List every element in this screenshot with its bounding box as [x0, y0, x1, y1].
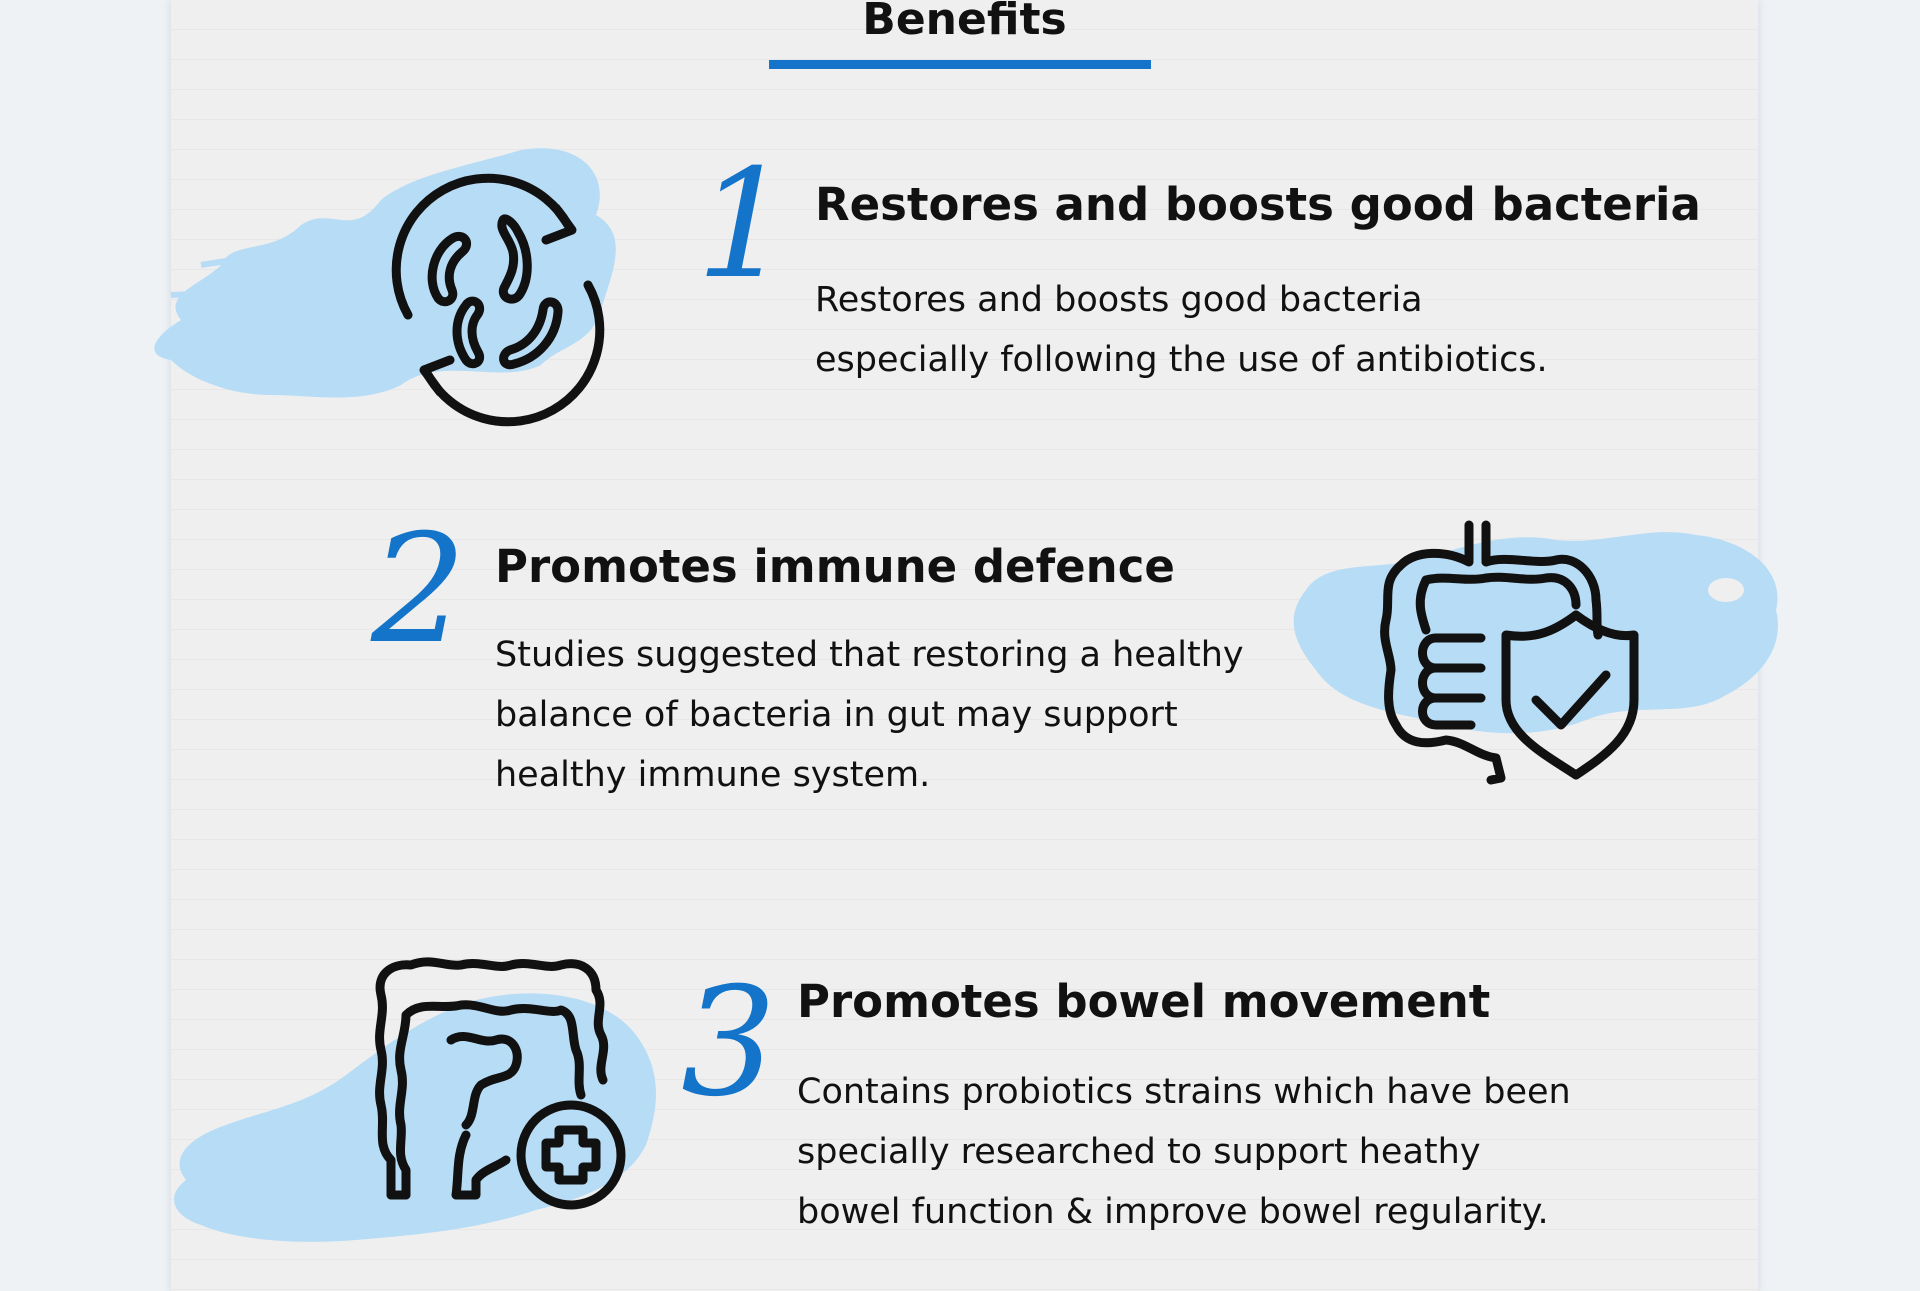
- benefit-description-line: specially researched to support heathy: [797, 1132, 1481, 1172]
- gut-shield-icon: [1380, 520, 1639, 785]
- benefit-number-2: 2: [371, 503, 467, 677]
- benefit-description-2: Studies suggested that restoring a healt…: [495, 625, 1244, 805]
- benefit-description-line: Restores and boosts good bacteria: [815, 280, 1423, 320]
- benefit-description-3: Contains probiotics strains which have b…: [797, 1062, 1571, 1242]
- paint-blob: [154, 148, 616, 398]
- benefit-description-line: balance of bacteria in gut may support: [495, 695, 1178, 735]
- bacteria-cycle-icon: [391, 173, 605, 427]
- bowel-plus-icon: [375, 957, 626, 1210]
- benefit-number-1: 1: [696, 138, 792, 312]
- benefit-heading-1: Restores and boosts good bacteria: [815, 178, 1701, 231]
- benefit-heading-2: Promotes immune defence: [495, 540, 1175, 593]
- benefit-description-line: Studies suggested that restoring a healt…: [495, 635, 1244, 675]
- paint-blob: [174, 993, 656, 1242]
- section-title: Benefits: [862, 0, 1067, 45]
- title-underline: [769, 60, 1151, 69]
- benefit-description-line: especially following the use of antibiot…: [815, 340, 1548, 380]
- benefit-heading-3: Promotes bowel movement: [797, 975, 1491, 1028]
- benefit-description-line: bowel function & improve bowel regularit…: [797, 1192, 1549, 1232]
- benefit-number-3: 3: [681, 956, 777, 1130]
- benefit-description-line: healthy immune system.: [495, 755, 931, 795]
- benefit-description-1: Restores and boosts good bacteria especi…: [815, 270, 1548, 390]
- benefits-page: Benefits 1 Restores and boosts good bact…: [154, 0, 1778, 1291]
- benefit-description-line: Contains probiotics strains which have b…: [797, 1072, 1571, 1112]
